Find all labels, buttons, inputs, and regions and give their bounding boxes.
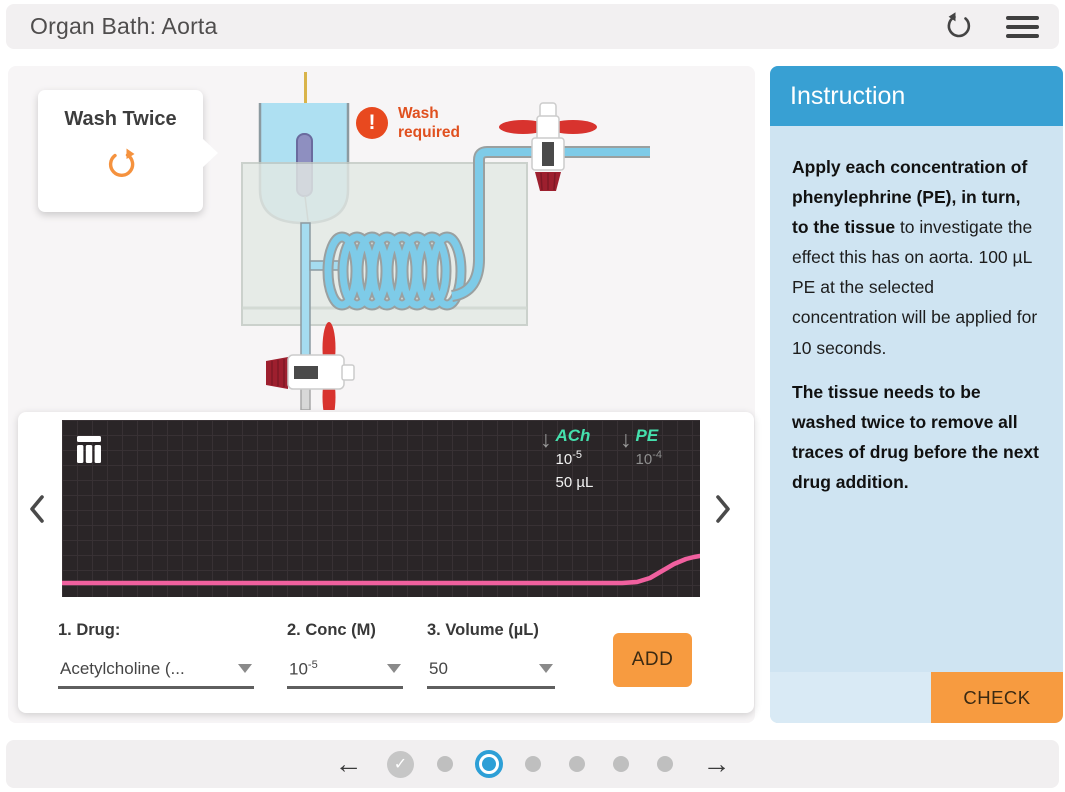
- annotation-conc: 10-4: [635, 449, 662, 469]
- drain-tube-upper: [300, 222, 311, 359]
- pagination-dots: ✓: [379, 750, 687, 778]
- wash-twice-card: Wash Twice: [38, 90, 218, 212]
- chevron-down-icon: [387, 664, 401, 673]
- pagination-dot-active[interactable]: [474, 750, 503, 778]
- instruction-paragraph-2: The tissue needs to be washed twice to r…: [792, 381, 1039, 492]
- chevron-right-icon: [714, 495, 732, 527]
- inlet-valve[interactable]: [499, 102, 597, 191]
- annotation-drug: PE: [635, 426, 659, 445]
- menu-button[interactable]: [1004, 14, 1041, 40]
- annotation-conc: 10-5: [555, 449, 582, 469]
- pagination-dot-default[interactable]: [568, 756, 585, 772]
- tension-trace: [62, 553, 700, 586]
- down-arrow-icon: ↓: [540, 426, 552, 452]
- data-table-button[interactable]: [77, 436, 101, 466]
- add-button[interactable]: ADD: [613, 633, 692, 687]
- annotation-volume: 50 µL: [555, 474, 594, 492]
- instruction-header: Instruction: [770, 66, 1063, 126]
- conc-select[interactable]: 10-5: [287, 652, 403, 689]
- inlet-pipe: [451, 148, 650, 300]
- pagination-dot-default[interactable]: [436, 756, 453, 772]
- instruction-body: Apply each concentration of phenylephrin…: [770, 126, 1063, 497]
- trace-scroll-right-button[interactable]: [714, 494, 732, 527]
- tension-chart: ↓ ACh 10-5 50 µL ↓ PE 10-4: [62, 420, 700, 597]
- down-arrow-icon: ↓: [620, 426, 632, 452]
- wash-card-tail: [202, 138, 218, 168]
- annotation-pe: ↓ PE 10-4: [620, 426, 662, 468]
- wash-required-badge: ! Wash required: [356, 104, 460, 143]
- pagination-dot-default[interactable]: [524, 756, 541, 772]
- volume-select[interactable]: 50: [427, 652, 555, 689]
- conc-label: 2. Conc (M): [287, 621, 376, 639]
- check-button[interactable]: CHECK: [931, 672, 1063, 723]
- wash-card-title: Wash Twice: [64, 108, 177, 130]
- organ-bath-apparatus: [241, 72, 650, 410]
- pagination-dot-default[interactable]: [656, 756, 673, 772]
- wash-refresh-icon: [38, 147, 203, 179]
- heating-coil: [322, 231, 467, 311]
- top-bar: Organ Bath: Aorta: [6, 4, 1059, 49]
- hamburger-icon: [1006, 15, 1039, 38]
- drug-label: 1. Drug:: [58, 621, 121, 639]
- chevron-down-icon: [539, 664, 553, 673]
- next-step-button[interactable]: →: [697, 750, 737, 778]
- warning-exclamation-icon: !: [356, 107, 388, 139]
- previous-step-button[interactable]: ←: [329, 750, 369, 778]
- page-title: Organ Bath: Aorta: [30, 13, 218, 39]
- drain-valve[interactable]: [266, 322, 355, 410]
- annotation-ach: ↓ ACh 10-5 50 µL: [540, 426, 593, 491]
- reset-button[interactable]: [943, 10, 974, 44]
- pagination-dot-completed[interactable]: ✓: [387, 750, 414, 778]
- instruction-panel: Instruction Apply each concentration of …: [770, 66, 1063, 723]
- top-bar-actions: [943, 10, 1041, 44]
- table-icon: [77, 436, 101, 466]
- wash-required-text: Wash required: [398, 105, 461, 142]
- volume-label: 3. Volume (µL): [427, 621, 539, 639]
- reset-icon: [945, 11, 972, 42]
- instruction-title: Instruction: [790, 81, 906, 110]
- step-navigation-bar: ← ✓ →: [6, 740, 1059, 788]
- trace-card: ↓ ACh 10-5 50 µL ↓ PE 10-4: [18, 412, 754, 713]
- active-dot-inner: [481, 757, 496, 771]
- drug-select[interactable]: Acetylcholine (...: [58, 652, 254, 689]
- trace-scroll-left-button[interactable]: [28, 494, 46, 527]
- instruction-paragraph-1: Apply each concentration of phenylephrin…: [792, 157, 1038, 358]
- check-icon: ✓: [393, 756, 408, 773]
- annotation-drug: ACh: [555, 426, 591, 445]
- chevron-left-icon: [28, 495, 46, 527]
- pagination-dot-default[interactable]: [612, 756, 629, 772]
- chevron-down-icon: [238, 664, 252, 673]
